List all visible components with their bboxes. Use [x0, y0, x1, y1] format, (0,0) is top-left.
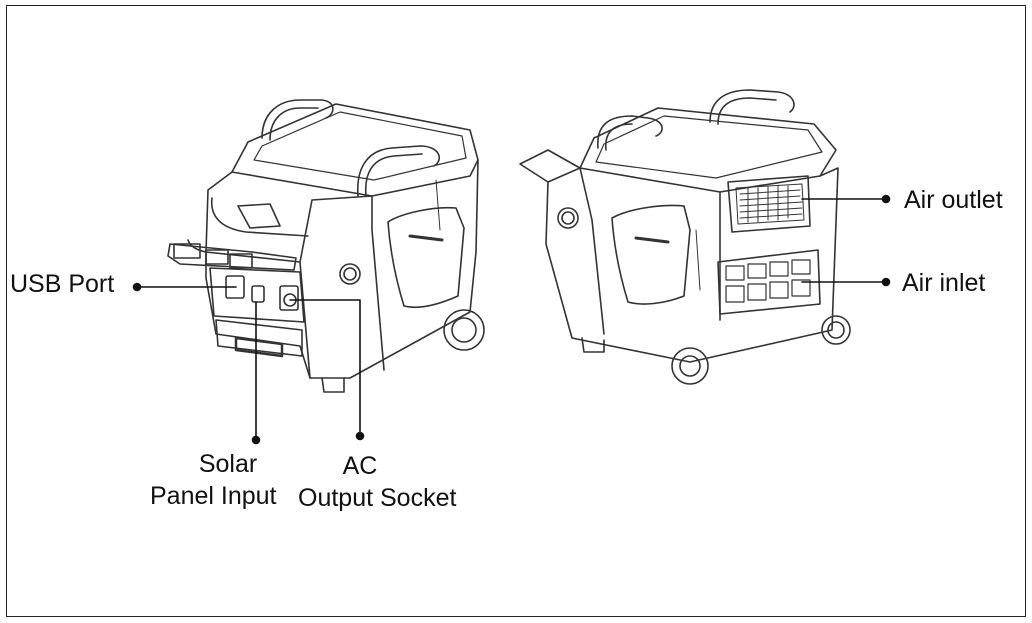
solar-label-line1: Solar [198, 450, 258, 478]
air-outlet-label: Air outlet [904, 186, 1003, 214]
rear-wheel-right [821, 315, 851, 345]
air-inlet-grill [717, 249, 821, 315]
generator-rear-view [519, 89, 851, 385]
ac-callout-line [289, 299, 361, 437]
ac-label-line1: AC [342, 452, 378, 480]
front-wheel [443, 309, 485, 351]
ac-label-line2: Output Socket [298, 484, 457, 512]
rear-handle-right [597, 115, 663, 149]
front-handle-right [709, 89, 795, 123]
figure-border [6, 5, 1026, 617]
callout-lines [132, 194, 891, 445]
rear-wheel-left [671, 347, 709, 385]
solar-label-line2: Panel Input [150, 482, 277, 510]
air-outlet-grill [727, 175, 811, 233]
front-handle [356, 145, 441, 197]
air-inlet-label: Air inlet [902, 269, 986, 297]
usb-port-label: USB Port [10, 270, 115, 298]
rear-handle [261, 99, 334, 139]
generator-front-view [167, 99, 485, 393]
